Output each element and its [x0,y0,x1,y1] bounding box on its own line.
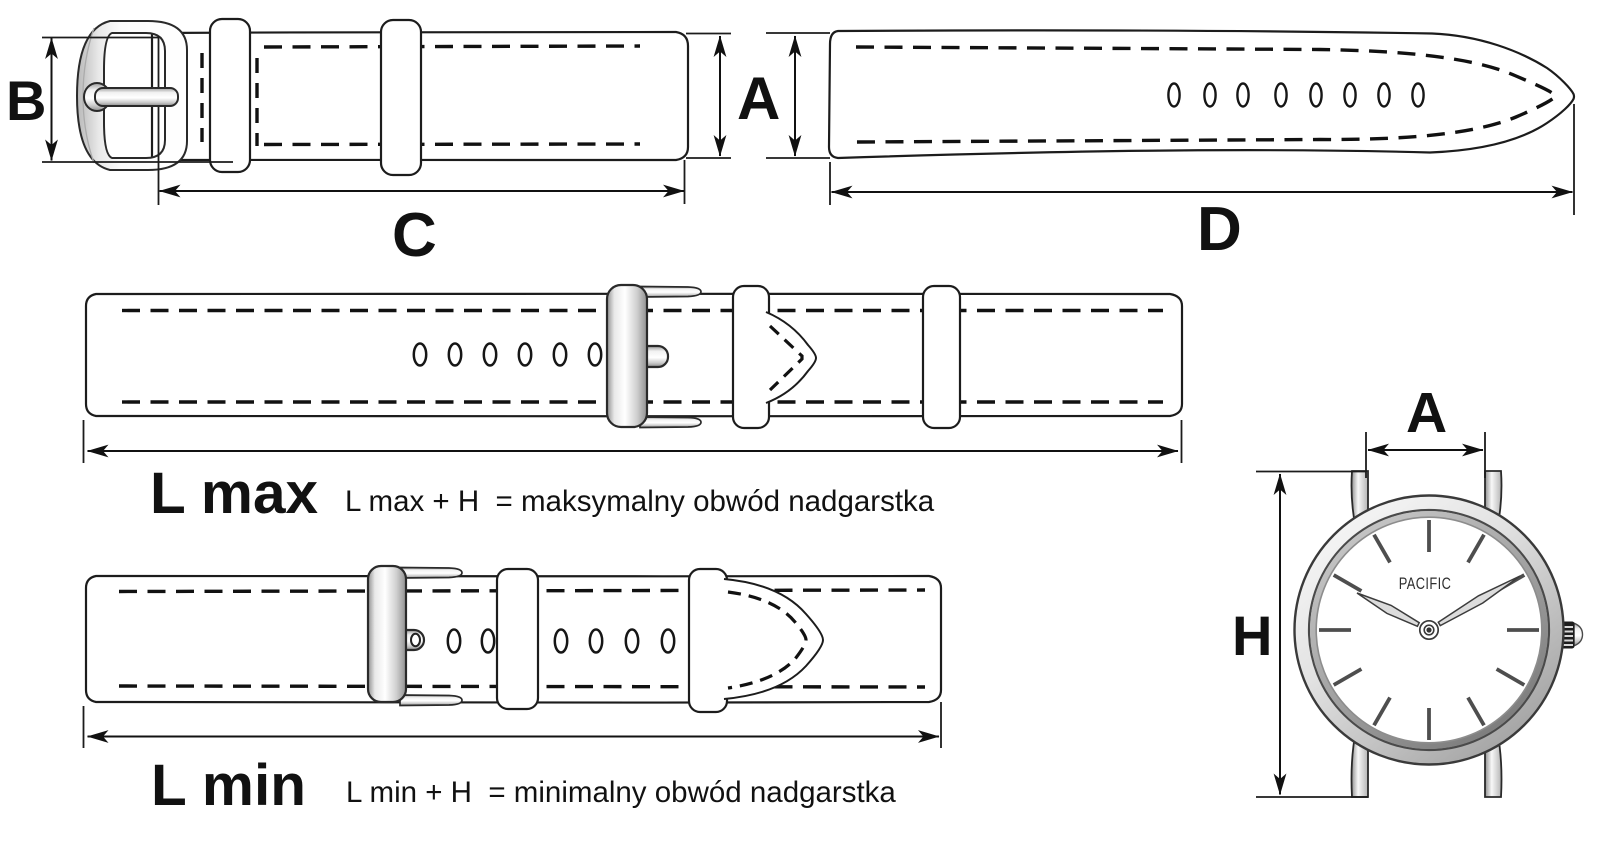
svg-text:L max: L max [150,461,318,526]
svg-text:L min: L min [151,753,306,818]
svg-text:PACIFIC: PACIFIC [1399,576,1451,594]
svg-text:A: A [737,65,780,132]
svg-text:L min + H = minimalny obwód n: L min + H = minimalny obwód nadgarstka [346,776,896,809]
svg-text:B: B [6,69,46,132]
svg-text:L max + H = maksymalny obwód: L max + H = maksymalny obwód nadgarstka [345,485,935,518]
svg-text:H: H [1232,604,1272,667]
svg-text:D: D [1197,195,1242,264]
svg-text:A: A [1406,381,1447,445]
svg-text:C: C [392,201,437,270]
